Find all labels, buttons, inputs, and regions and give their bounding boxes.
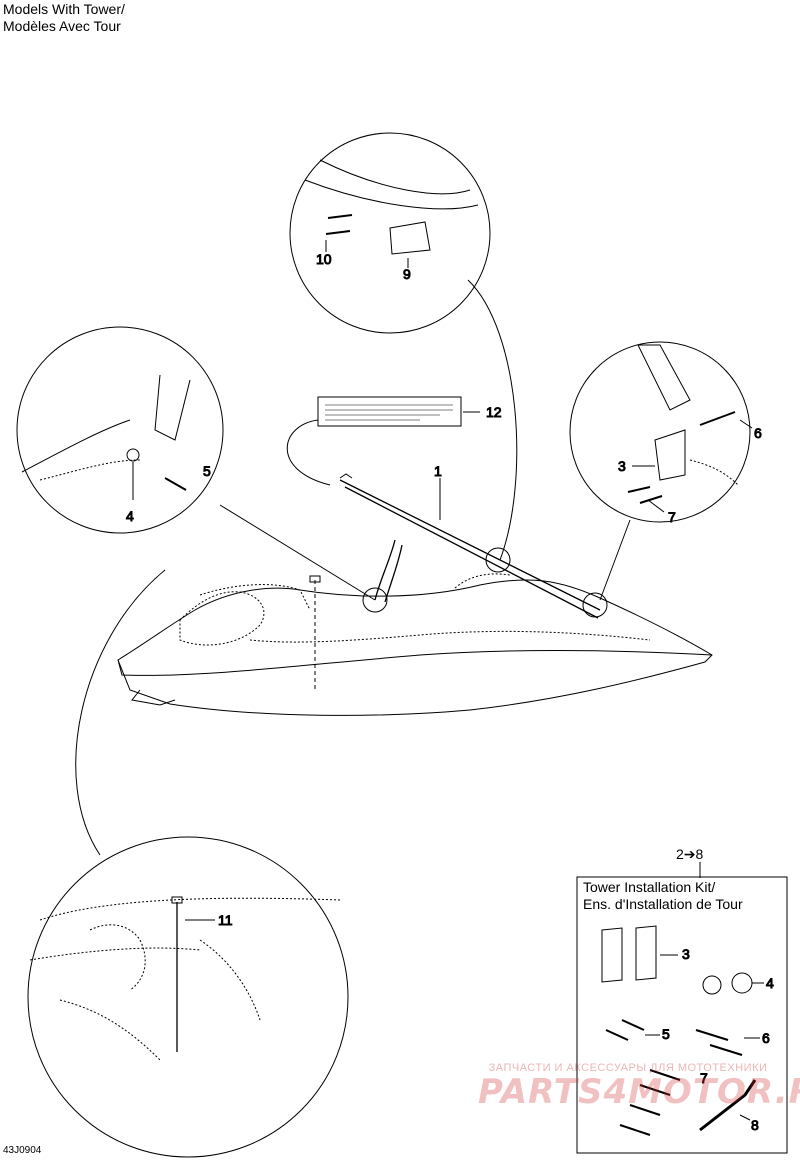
detail-circle-right — [569, 341, 753, 523]
title-line-2: Modèles Avec Tour — [3, 18, 121, 34]
callout-5-left: 5 — [203, 463, 211, 479]
callout-7-right: 7 — [668, 509, 676, 525]
kit-title-line-2: Ens. d'Installation de Tour — [583, 896, 743, 912]
callout-10: 10 — [316, 251, 332, 267]
callout-1: 1 — [434, 463, 442, 479]
page-title: Models With Tower/ Modèles Avec Tour — [3, 1, 125, 35]
kit-callout-3: 3 — [682, 946, 690, 962]
callout-3-right: 3 — [618, 458, 626, 474]
callout-6-right: 6 — [754, 425, 762, 441]
detail-circle-top — [289, 132, 491, 334]
warning-label — [317, 396, 462, 427]
kit-reference: 2➔8 — [676, 846, 704, 862]
callout-4-left: 4 — [126, 508, 134, 524]
detail-circle-left — [16, 326, 224, 534]
title-line-1: Models With Tower/ — [3, 1, 125, 17]
watermark-logo: PARTS4MOTOR.RU — [478, 1072, 800, 1112]
figure-id: 43J0904 — [3, 1145, 42, 1156]
kit-title-line-1: Tower Installation Kit/ — [583, 879, 716, 895]
kit-callout-6: 6 — [762, 1030, 770, 1046]
kit-callout-5: 5 — [662, 1026, 670, 1042]
kit-callout-8: 8 — [751, 1117, 759, 1133]
leader-lines — [75, 279, 701, 878]
callout-12: 12 — [486, 404, 502, 420]
kit-callout-4: 4 — [766, 975, 774, 991]
watermark-tagline: ЗАПЧАСТИ И АКСЕССУАРЫ ДЛЯ МОТОТЕХНИКИ — [488, 1062, 768, 1074]
kit-title: Tower Installation Kit/ Ens. d'Installat… — [583, 879, 743, 913]
kit-box — [576, 876, 788, 1154]
callout-11: 11 — [218, 912, 233, 928]
detail-circle-bottom — [27, 836, 349, 1158]
callout-9: 9 — [403, 266, 411, 282]
kit-callout-7: 7 — [700, 1070, 708, 1086]
watermark: ЗАПЧАСТИ И АКСЕССУАРЫ ДЛЯ МОТОТЕХНИКИ PA… — [478, 1062, 800, 1112]
boat-hull — [117, 473, 713, 716]
